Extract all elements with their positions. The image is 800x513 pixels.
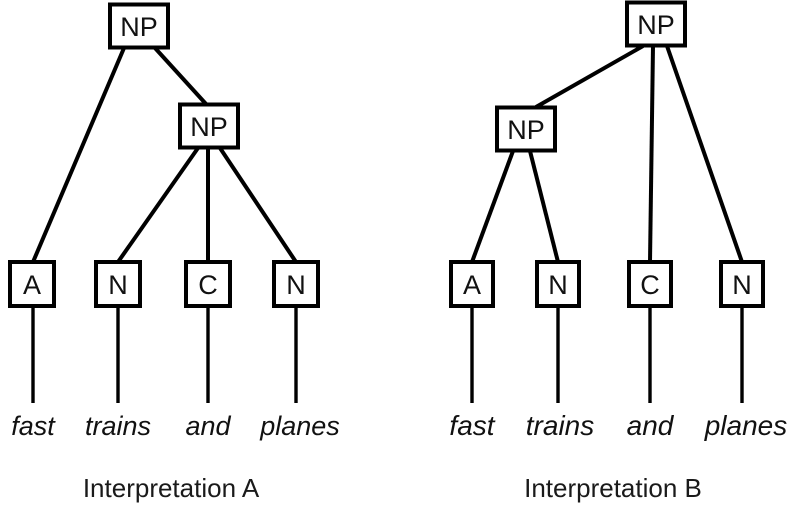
node-label-c: C: [198, 270, 218, 300]
word-label-3: planes: [259, 411, 340, 441]
node-label-n1: N: [548, 270, 568, 300]
node-np_root[interactable]: NP: [625, 0, 687, 48]
node-box-a[interactable]: [8, 260, 56, 308]
node-box-c[interactable]: [184, 260, 232, 308]
word-label-2: and: [627, 410, 675, 441]
word-label-1: trains: [526, 410, 594, 441]
caption-interpretation-b: Interpretation B: [524, 473, 702, 503]
node-label-n1: N: [108, 270, 128, 300]
edge-np_root-to-c: [648, 45, 655, 263]
node-label-np_root: NP: [120, 12, 158, 42]
node-label-c: C: [640, 270, 660, 300]
node-n1[interactable]: N: [535, 260, 581, 308]
edge-np_root-to-np_sub: [535, 44, 644, 109]
node-box-np_sub[interactable]: [178, 102, 240, 150]
edge-np_root-to-n2: [665, 45, 744, 263]
edge-np_sub-to-n1: [116, 146, 200, 264]
word-label-0: fast: [11, 411, 56, 441]
node-box-n1[interactable]: [535, 260, 581, 308]
word-label-2: and: [185, 411, 231, 441]
caption-interpretation-a: Interpretation A: [83, 473, 260, 503]
node-label-a: A: [463, 270, 481, 300]
node-box-np_root[interactable]: [108, 2, 170, 50]
word-label-0: fast: [449, 410, 495, 441]
edge-np_sub-to-n2: [218, 146, 298, 264]
word-label-3: planes: [704, 410, 788, 441]
edge-np_root-to-np_sub: [153, 46, 208, 106]
node-box-np_sub[interactable]: [495, 105, 557, 153]
node-a[interactable]: A: [8, 260, 56, 308]
node-box-n2[interactable]: [719, 260, 765, 308]
node-n2[interactable]: N: [719, 260, 765, 308]
node-label-np_sub: NP: [507, 115, 545, 145]
node-label-np_root: NP: [637, 10, 675, 40]
word-label-1: trains: [85, 411, 151, 441]
edge-np_sub-to-a: [470, 150, 515, 263]
node-box-n2[interactable]: [272, 260, 320, 308]
node-label-np_sub: NP: [190, 112, 228, 142]
node-np_root[interactable]: NP: [108, 2, 170, 50]
node-box-np_root[interactable]: [625, 0, 687, 48]
node-box-c[interactable]: [627, 260, 673, 308]
node-c[interactable]: C: [184, 260, 232, 308]
node-box-n1[interactable]: [94, 260, 142, 308]
node-n2[interactable]: N: [272, 260, 320, 308]
node-c[interactable]: C: [627, 260, 673, 308]
edge-np_sub-to-n1: [528, 150, 560, 263]
edge-np_root-to-a: [31, 47, 126, 263]
node-n1[interactable]: N: [94, 260, 142, 308]
node-a[interactable]: A: [449, 260, 495, 308]
node-label-n2: N: [286, 270, 306, 300]
node-np_sub[interactable]: NP: [495, 105, 557, 153]
node-label-n2: N: [732, 270, 752, 300]
node-box-a[interactable]: [449, 260, 495, 308]
node-label-a: A: [23, 270, 41, 300]
node-np_sub[interactable]: NP: [178, 102, 240, 150]
